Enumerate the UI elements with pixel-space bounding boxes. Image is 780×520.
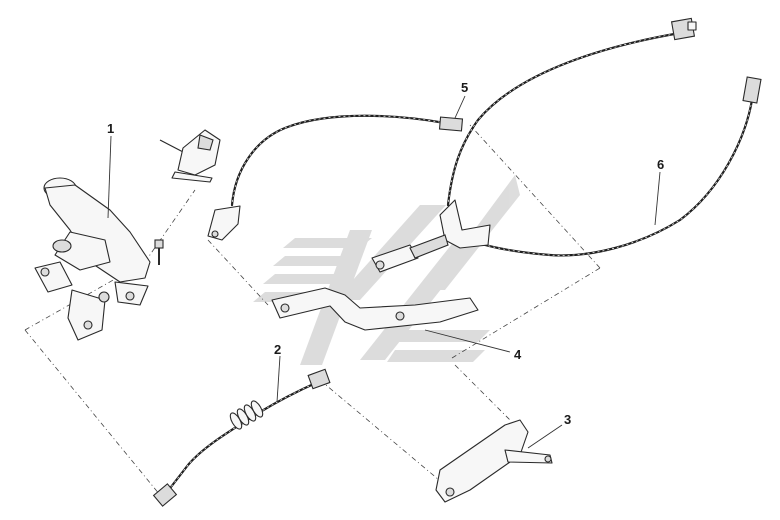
callout-1: 1 — [107, 121, 114, 136]
callout-6: 6 — [657, 157, 664, 172]
spring-icon — [229, 400, 264, 430]
cable-upper[interactable] — [446, 17, 697, 207]
leader-lines — [107, 95, 661, 449]
part-6-cable[interactable] — [463, 76, 762, 257]
callout-2: 2 — [274, 342, 281, 357]
clevis-fork[interactable] — [371, 199, 491, 273]
part-4-pedal-arm[interactable] — [271, 287, 479, 331]
part-5-cable[interactable] — [207, 114, 464, 241]
callout-labels: 1 2 3 4 5 6 — [107, 80, 664, 427]
part-1-pedal-bracket[interactable] — [34, 177, 151, 341]
callout-3: 3 — [564, 412, 571, 427]
part-3-bracket[interactable] — [435, 419, 553, 503]
part-2-cable-spring[interactable] — [152, 368, 331, 507]
callout-4: 4 — [514, 347, 522, 362]
switch-clip[interactable] — [159, 129, 221, 183]
screw-bolt[interactable] — [154, 239, 164, 265]
callout-5: 5 — [461, 80, 468, 95]
